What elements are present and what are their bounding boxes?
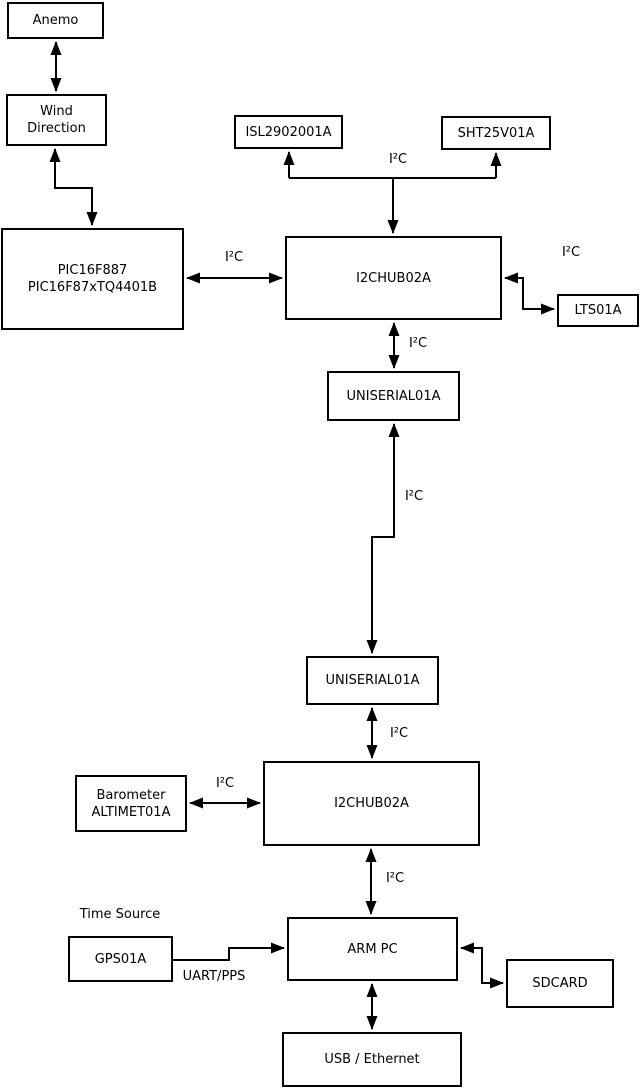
node-lts01a: LTS01A xyxy=(557,294,639,327)
node-isl2902001a-label: ISL2902001A xyxy=(245,124,332,140)
i2c-label-hub-lts: I²C xyxy=(561,245,581,260)
node-arm-pc: ARM PC xyxy=(287,917,458,981)
edge-arm-sdcard xyxy=(460,942,504,989)
node-pic16f887: PIC16F887 PIC16F87xTQ4401B xyxy=(1,228,184,330)
node-barometer-label-line2: ALTIMET01A xyxy=(91,804,171,820)
node-anemo: Anemo xyxy=(7,2,104,39)
node-gps01a: GPS01A xyxy=(68,936,173,982)
node-barometer-label-line1: Barometer xyxy=(96,787,166,803)
time-source-label: Time Source xyxy=(79,907,161,922)
node-uniserial01a-top: UNISERIAL01A xyxy=(327,371,460,421)
node-i2chub02a-bottom-label: I2CHUB02A xyxy=(334,796,409,811)
edge-gps-arm xyxy=(173,942,285,961)
i2c-label-hub-sensors: I²C xyxy=(388,152,408,167)
node-lts01a-label: LTS01A xyxy=(574,303,622,318)
node-uniserial01a-top-label: UNISERIAL01A xyxy=(346,388,441,404)
node-i2chub02a-top: I2CHUB02A xyxy=(285,236,502,320)
node-wind-direction: Wind Direction xyxy=(6,94,107,146)
node-i2chub02a-top-label: I2CHUB02A xyxy=(356,270,431,286)
node-sht25v01a-label: SHT25V01A xyxy=(457,125,535,141)
edge-wind-pic xyxy=(49,148,98,226)
node-i2chub02a-bottom: I2CHUB02A xyxy=(263,761,480,846)
i2c-label-uniserial-link: I²C xyxy=(404,489,424,504)
edge-hub1-lts xyxy=(504,272,555,315)
node-sdcard-label: SDCARD xyxy=(532,976,588,991)
i2c-label-pic-hub: I²C xyxy=(224,250,244,265)
i2c-label-hub-arm: I²C xyxy=(385,871,405,886)
node-wind-direction-label-line2: Direction xyxy=(27,121,86,136)
node-usb-ethernet-label: USB / Ethernet xyxy=(324,1052,420,1067)
node-pic16f887-label-line1: PIC16F887 xyxy=(57,263,128,278)
edge-uni1-uni2 xyxy=(366,423,400,654)
node-wind-direction-label-line1: Wind xyxy=(40,104,73,119)
node-sht25v01a: SHT25V01A xyxy=(441,116,551,150)
i2c-label-uniserial-hub-bottom: I²C xyxy=(389,726,409,741)
uart-pps-label: UART/PPS xyxy=(182,969,246,984)
node-usb-ethernet: USB / Ethernet xyxy=(282,1032,462,1087)
i2c-label-barometer-hub: I²C xyxy=(215,776,235,791)
i2c-label-hub-uniserial-top: I²C xyxy=(408,336,428,351)
node-barometer-altimet01a: Barometer ALTIMET01A xyxy=(75,775,187,832)
node-gps01a-label: GPS01A xyxy=(94,951,147,967)
node-sdcard: SDCARD xyxy=(506,959,614,1008)
node-anemo-label: Anemo xyxy=(32,13,79,28)
node-uniserial01a-bottom-label: UNISERIAL01A xyxy=(325,673,420,688)
node-arm-pc-label: ARM PC xyxy=(347,941,398,957)
node-uniserial01a-bottom: UNISERIAL01A xyxy=(306,656,439,705)
node-isl2902001a: ISL2902001A xyxy=(234,115,343,149)
node-pic16f887-label-line2: PIC16F87xTQ4401B xyxy=(27,280,158,295)
